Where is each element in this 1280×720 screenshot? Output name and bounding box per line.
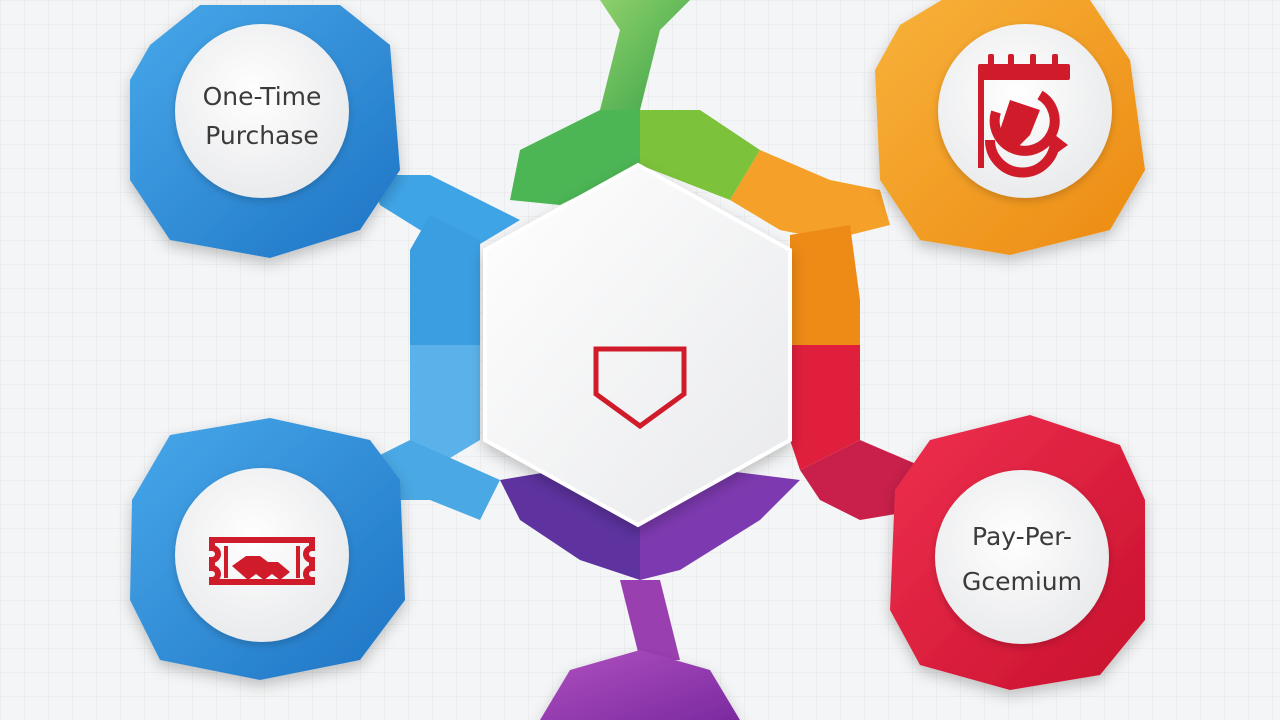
- handshake-ticket-icon: [209, 537, 315, 585]
- node-top-right: [875, 0, 1145, 255]
- node-bottom-left-circle: [175, 468, 349, 642]
- connector-bottom-stem: [620, 580, 680, 660]
- connector-left-lower: [410, 345, 480, 470]
- bottom-node-partial: [540, 650, 740, 720]
- node-top-left: One-Time Purchase: [130, 5, 400, 258]
- calendar-refresh-icon: [978, 54, 1070, 178]
- connector-right-lower: [790, 345, 860, 470]
- connector-bottom-purple: [500, 470, 640, 580]
- node-bottom-right-label-line1: Pay-Per-: [972, 522, 1072, 551]
- shield-icon: [593, 346, 687, 430]
- connector-top-left: [370, 175, 520, 250]
- connector-top-stem: [600, 0, 690, 110]
- connector-top-right: [730, 150, 890, 240]
- node-top-left-circle: [175, 24, 349, 198]
- center-hexagon-shape: [483, 162, 792, 528]
- node-bottom-right-circle: [935, 470, 1109, 644]
- node-top-left-label-line1: One-Time: [203, 82, 322, 111]
- connector-top-green-right: [640, 110, 760, 200]
- center-hexagon: [483, 162, 792, 528]
- node-top-left-label-line2: Purchase: [205, 121, 319, 150]
- connector-left-upper: [410, 215, 480, 345]
- connector-right-upper: [790, 225, 860, 345]
- node-bottom-left: [130, 418, 405, 680]
- node-bottom-right: Pay-Per- Gcemium: [890, 415, 1145, 690]
- node-bottom-right-label-line2: Gcemium: [962, 567, 1082, 596]
